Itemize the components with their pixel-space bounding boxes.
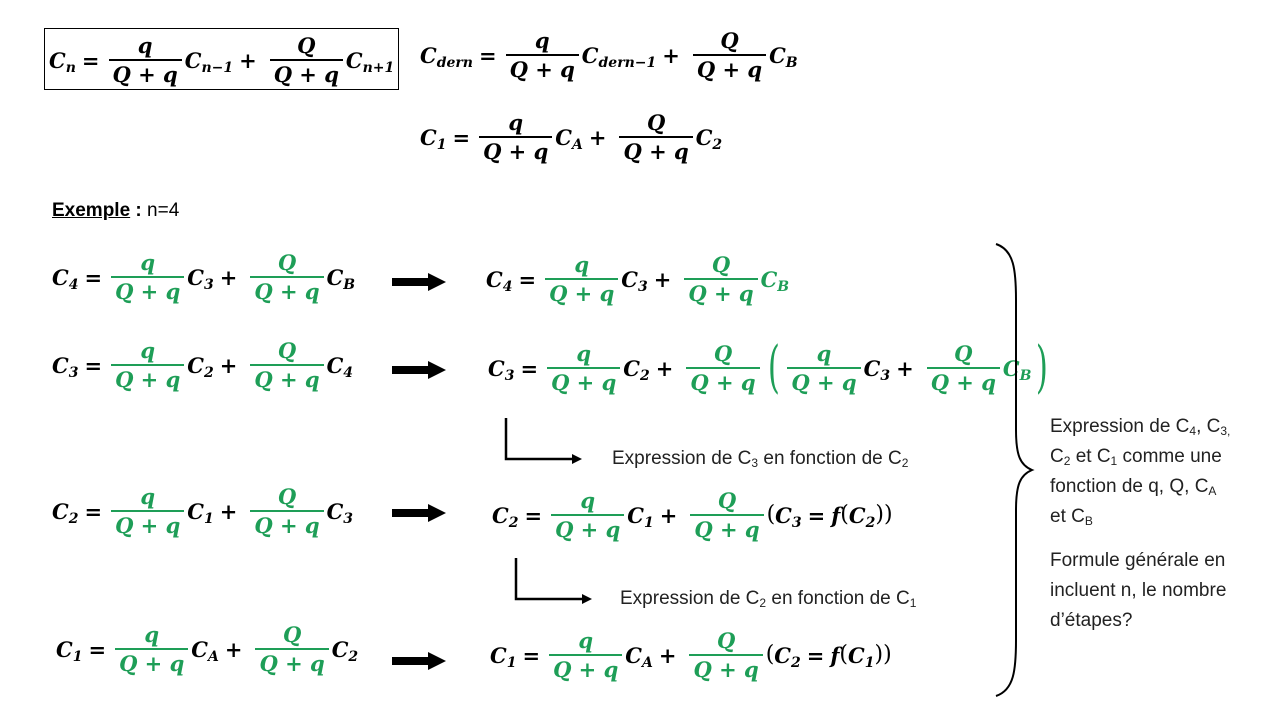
right-arrow-icon (392, 504, 446, 522)
curly-brace-icon (995, 243, 1035, 697)
side-note-question: Formule générale en incluent n, le nombr… (1050, 550, 1227, 632)
elbow-arrow-icon (514, 558, 592, 604)
annotation-c3-in-function-of-c2: Expression de C3 en fonction de C2 (612, 448, 909, 470)
right-arrow-icon (392, 652, 446, 670)
side-note-summary: Expression de C4, C3, C2 et C1 comme une… (1050, 416, 1231, 529)
annotation-c2-in-function-of-c1: Expression de C2 en fonction de C1 (620, 588, 917, 610)
elbow-arrow-icon (504, 418, 582, 464)
right-arrow-icon (392, 273, 446, 291)
right-arrow-icon (392, 361, 446, 379)
example-label: Exemple : n=4 (52, 200, 180, 221)
